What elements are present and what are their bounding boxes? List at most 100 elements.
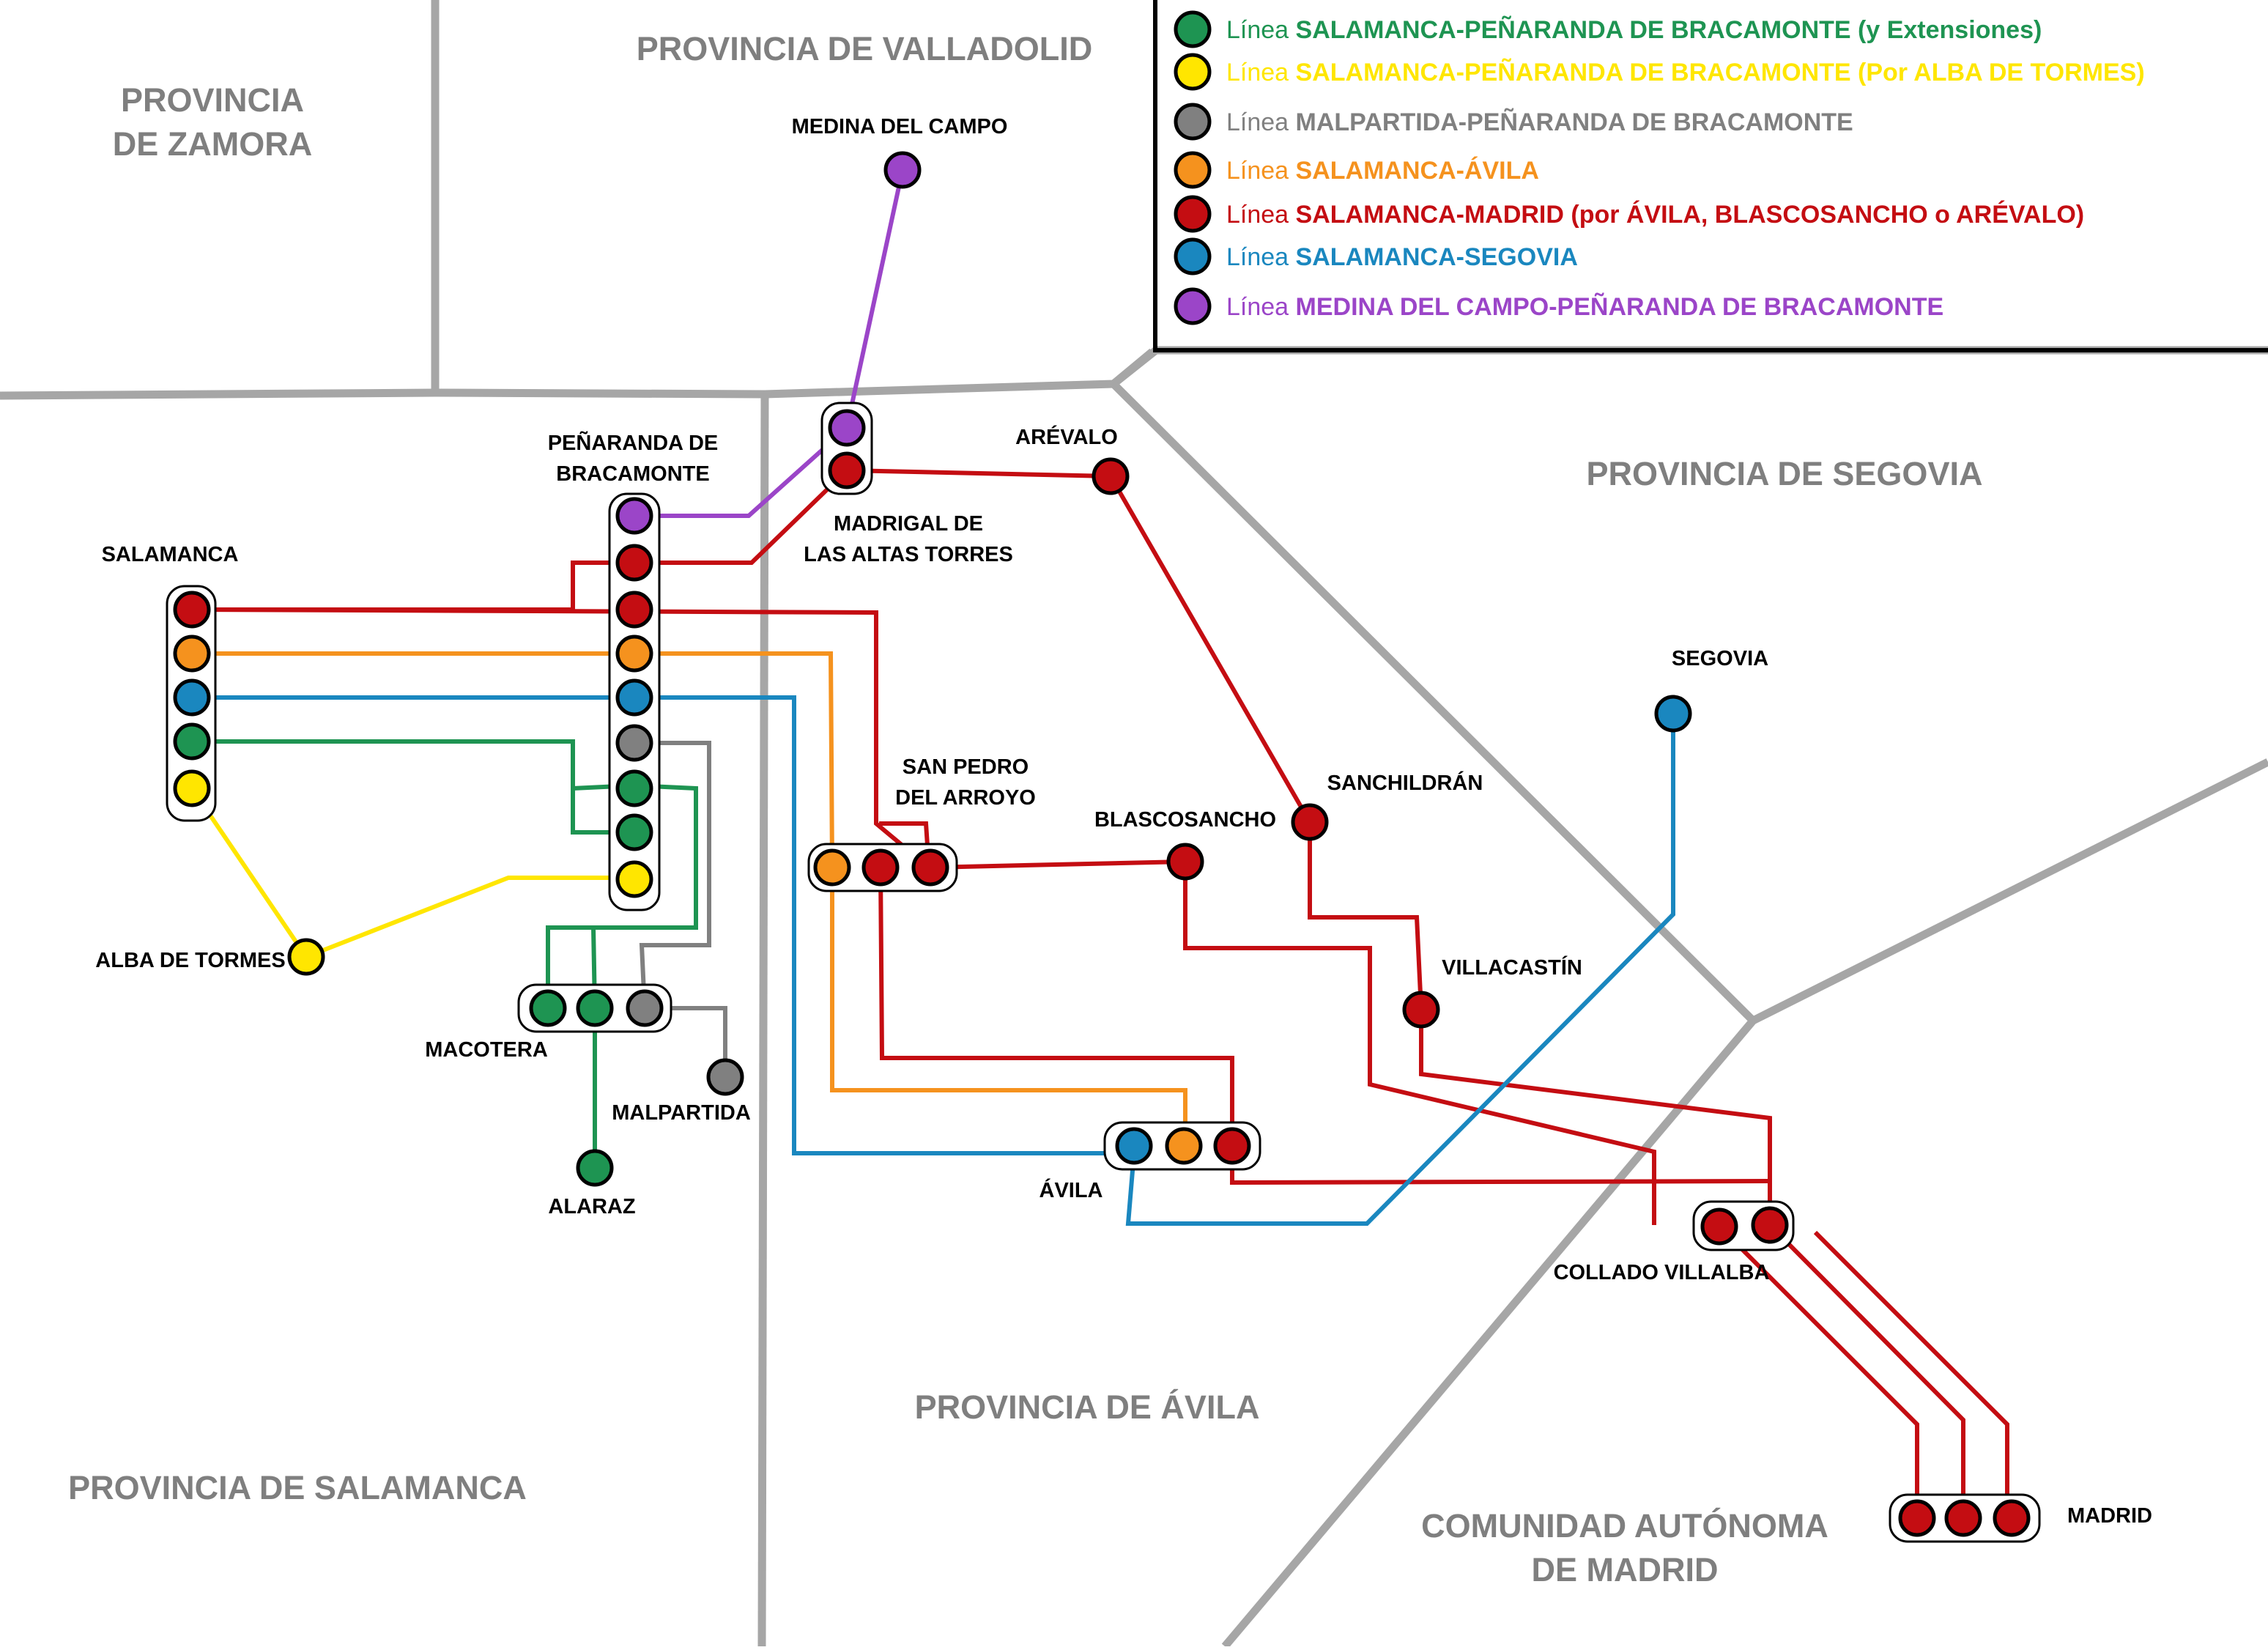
legend-line-name: SALAMANCA-ÁVILA [1296,157,1539,185]
red-line-segment [191,607,930,870]
red-line-segment [1308,822,1423,1010]
station-label-alba: ALBA DE TORMES [95,949,285,972]
salamanca-station-dot-green[interactable] [173,722,211,761]
legend-prefix: Línea [1226,108,1296,136]
station-label-line: VILLACASTÍN [1442,955,1582,980]
station-label-collado: COLLADO VILLALBA [1554,1261,1770,1284]
station-label-line: ALBA DE TORMES [95,949,285,972]
arevalo-station-dot-red[interactable] [1092,457,1130,495]
station-label-malpartida: MALPARTIDA [612,1101,751,1125]
penaranda-station-dot-orange[interactable] [615,635,653,673]
salamanca-station-dot-blue[interactable] [173,678,211,717]
penaranda-station-dot-purple[interactable] [615,497,653,535]
red-line-segment [634,468,849,565]
station-label-sanchidrian: SANCHILDRÁN [1327,770,1483,795]
sanchidrian-station-dot-red[interactable] [1291,803,1329,841]
rail-lines [190,169,2009,1518]
green-line-segment [192,739,634,835]
province-label-line: COMUNIDAD AUTÓNOMA [1421,1507,1828,1544]
madrigal-station-dot-purple[interactable] [828,409,866,447]
legend-prefix: Línea [1226,16,1296,44]
red-line-segment [1768,1223,1965,1518]
avila-station-dot-blue[interactable] [1115,1127,1153,1165]
madrid-station-dot-red[interactable] [1898,1499,1936,1537]
macotera-station-dot-green[interactable] [576,989,614,1027]
penaranda-station-dot-gray[interactable] [615,724,653,762]
station-label-penaranda: PEÑARANDA DE BRACAMONTE [548,430,719,486]
station-labels: MEDINA DEL CAMPO PEÑARANDA DE BRACAMONTE SA… [95,115,2152,1528]
province-label-salamanca: PROVINCIA DE SALAMANCA [68,1469,527,1506]
collado-station-dot-red[interactable] [1751,1206,1789,1244]
avila-station-dot-orange[interactable] [1165,1127,1203,1165]
border-avila-madrid [1221,1018,1757,1649]
station-label-line: MEDINA DEL CAMPO [792,115,1008,138]
station-label-salamanca: SALAMANCA [102,543,239,566]
purple-line-segment [634,426,849,518]
station-label-line: MACOTERA [425,1038,548,1062]
macotera-station-dot-green[interactable] [529,989,567,1027]
salamanca-station-dot-red[interactable] [173,591,211,629]
sanpedro-station-dot-red[interactable] [911,848,949,887]
madrid-station-dot-red[interactable] [1944,1499,1982,1537]
station-label-line: SAN PEDRO [903,755,1029,779]
red-line-segment [1717,1224,1919,1518]
station-label-line: BRACAMONTE [556,462,709,486]
penaranda-station-dot-green[interactable] [615,813,653,851]
medina-station-dot-purple[interactable] [883,151,922,189]
station-label-line: SEGOVIA [1672,647,1768,670]
legend: Línea SALAMANCA-PEÑARANDA DE BRACAMONTE … [1174,10,2145,325]
gray-line-segment [634,741,711,1009]
station-label-line: BLASCOSANCHO [1094,808,1276,832]
alaraz-station-dot-green[interactable] [576,1149,614,1187]
station-label-macotera: MACOTERA [425,1038,548,1062]
station-label-line: MADRIGAL DE [834,512,983,536]
alba-station-dot-yellow[interactable] [287,938,325,976]
station-label-villacastin: VILLACASTÍN [1442,955,1582,980]
salamanca-station-dot-yellow[interactable] [173,769,211,807]
legend-dot-purple [1174,287,1212,325]
salamanca-station-dot-orange[interactable] [173,635,211,673]
penaranda-station-dot-red[interactable] [615,544,653,582]
border-avila-segovia [1111,381,1756,1024]
penaranda-station-dot-blue[interactable] [615,678,653,717]
red-line-segment [878,867,1234,1146]
station-label-line: PEÑARANDA DE [548,430,719,455]
penaranda-station-dot-green[interactable] [615,769,653,807]
macotera-station-dot-gray[interactable] [626,989,664,1027]
station-label-madrid: MADRID [2067,1504,2152,1528]
station-label-line: ÁVILA [1040,1177,1103,1202]
province-label-line: PROVINCIA DE SALAMANCA [68,1469,527,1506]
station-label-line: MADRID [2067,1504,2152,1528]
station-label-avila: ÁVILA [1040,1177,1103,1202]
station-label-medina: MEDINA DEL CAMPO [792,115,1008,138]
red-line-segment [1230,1146,1771,1185]
avila-station-dot-red[interactable] [1213,1127,1251,1165]
station-label-line: SANCHILDRÁN [1327,770,1483,795]
madrid-station-dot-red[interactable] [1993,1499,2031,1537]
legend-line-name: MALPARTIDA-PEÑARANDA DE BRACAMONTE [1296,108,1853,136]
legend-line-name: MEDINA DEL CAMPO-PEÑARANDA DE BRACAMONTE [1296,293,1944,321]
villacastin-station-dot-red[interactable] [1402,991,1440,1029]
legend-line-name: SALAMANCA-PEÑARANDA DE BRACAMONTE (Por A… [1296,59,2145,86]
collado-station-dot-red[interactable] [1700,1207,1738,1246]
blascosancho-station-dot-red[interactable] [1166,843,1204,881]
penaranda-station-dot-yellow[interactable] [615,860,653,898]
blue-line-segment [192,695,1134,1155]
blue-line-segment [1125,714,1675,1226]
red-line-segment [846,468,1111,478]
station-label-line: SALAMANCA [102,543,239,566]
malpartida-station-dot-gray[interactable] [706,1058,744,1096]
segovia-station-dot-blue[interactable] [1654,695,1692,733]
penaranda-station-dot-red[interactable] [615,591,653,629]
purple-line-segment [845,169,905,429]
sanpedro-station-dot-red[interactable] [861,848,900,887]
legend-entry-gray: Línea MALPARTIDA-PEÑARANDA DE BRACAMONTE [1226,108,1853,136]
sanpedro-station-dot-orange[interactable] [813,848,851,887]
province-label-segovia: PROVINCIA DE SEGOVIA [1587,455,1983,492]
legend-line-name: SALAMANCA-PEÑARANDA DE BRACAMONTE (y Ext… [1296,16,2042,44]
madrigal-station-dot-red[interactable] [828,451,866,489]
